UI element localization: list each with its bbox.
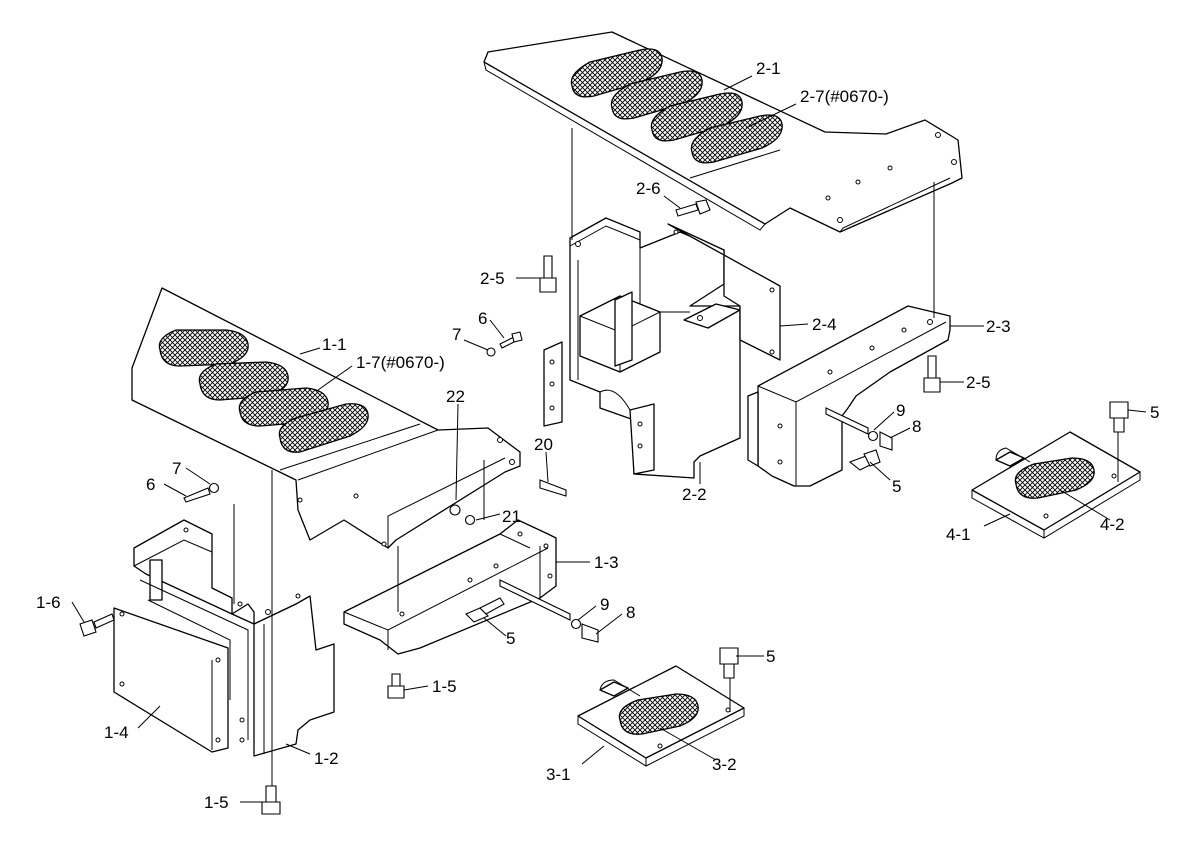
alignment-lines	[233, 128, 1119, 786]
bolt-1-5-center	[387, 673, 405, 699]
callout-leaders	[71, 75, 1147, 803]
callout-2-7: 2-7(#0670-)	[800, 87, 889, 106]
mesh-panel-1-7	[158, 329, 369, 453]
callout-9-center: 9	[600, 595, 609, 614]
callout-8-center: 8	[626, 603, 635, 622]
bolt-6-upper	[486, 331, 523, 357]
callout-1-1: 1-1	[322, 335, 347, 354]
callout-3-2: 3-2	[712, 755, 737, 774]
callout-1-7: 1-7(#0670-)	[356, 353, 445, 372]
callout-2-6: 2-6	[636, 179, 661, 198]
callout-8-right: 8	[912, 417, 921, 436]
mesh-pad-4-2	[1014, 457, 1095, 499]
step-cover-2-1	[483, 31, 963, 233]
callout-21: 21	[502, 507, 521, 526]
callout-1-6: 1-6	[36, 593, 61, 612]
callout-5-center-right: 5	[892, 477, 901, 496]
callout-7-upper: 7	[452, 325, 461, 344]
callout-1-5-bottom: 1-5	[204, 793, 229, 812]
support-bracket-2-2	[543, 217, 741, 479]
callout-6-lower: 6	[146, 475, 155, 494]
bolt-1-6	[79, 613, 115, 637]
callout-2-3: 2-3	[986, 317, 1011, 336]
callout-4-2: 4-2	[1100, 515, 1125, 534]
bolt-6-lower	[183, 482, 220, 503]
callout-3-1: 3-1	[546, 765, 571, 784]
bolt-2-5-left	[539, 255, 557, 293]
frame-1-2	[133, 519, 335, 757]
bolt-5-center	[465, 579, 599, 643]
nut-22-washer-21-pin-20	[449, 479, 567, 526]
callout-2-1: 2-1	[756, 59, 781, 78]
bolt-2-5-right	[923, 355, 941, 393]
callout-2-4: 2-4	[812, 315, 837, 334]
mesh-pad-3-2	[618, 693, 699, 735]
bolt-5-lower	[719, 647, 739, 679]
callout-1-2: 1-2	[314, 749, 339, 768]
callout-2-2: 2-2	[682, 485, 707, 504]
side-plate-1-4	[113, 607, 229, 753]
callout-20: 20	[534, 435, 553, 454]
callout-2-5-right: 2-5	[966, 373, 991, 392]
mesh-panel-2-7	[570, 48, 783, 164]
callout-5-far-right: 5	[1150, 403, 1159, 422]
callout-5-lower: 5	[766, 647, 775, 666]
callout-1-4: 1-4	[104, 723, 129, 742]
callout-7-lower: 7	[172, 459, 181, 478]
callout-labels: 2-1 2-7(#0670-) 2-6 2-5 2-4 2-3 2-5 2-2 …	[36, 59, 1159, 812]
bracket-1-3	[343, 519, 557, 655]
step-cover-1-1	[131, 287, 521, 549]
rear-plate-2-4	[667, 223, 781, 361]
callout-9-right: 9	[896, 401, 905, 420]
callout-5-center: 5	[506, 629, 515, 648]
bracket-2-3	[747, 305, 951, 487]
bolt-5-right	[1109, 401, 1129, 433]
callout-1-5-center: 1-5	[432, 677, 457, 696]
bolt-2-6	[675, 199, 711, 217]
callout-6-upper: 6	[478, 309, 487, 328]
callout-2-5-upper: 2-5	[480, 269, 505, 288]
fasteners	[79, 199, 1129, 815]
callout-4-1: 4-1	[946, 525, 971, 544]
bolt-8-9-right	[825, 407, 893, 471]
bolt-1-5-bottom	[261, 785, 281, 815]
callout-1-3: 1-3	[594, 553, 619, 572]
step-pad-3-1	[577, 665, 745, 767]
callout-22: 22	[446, 387, 465, 406]
step-pad-4-1	[971, 431, 1141, 539]
